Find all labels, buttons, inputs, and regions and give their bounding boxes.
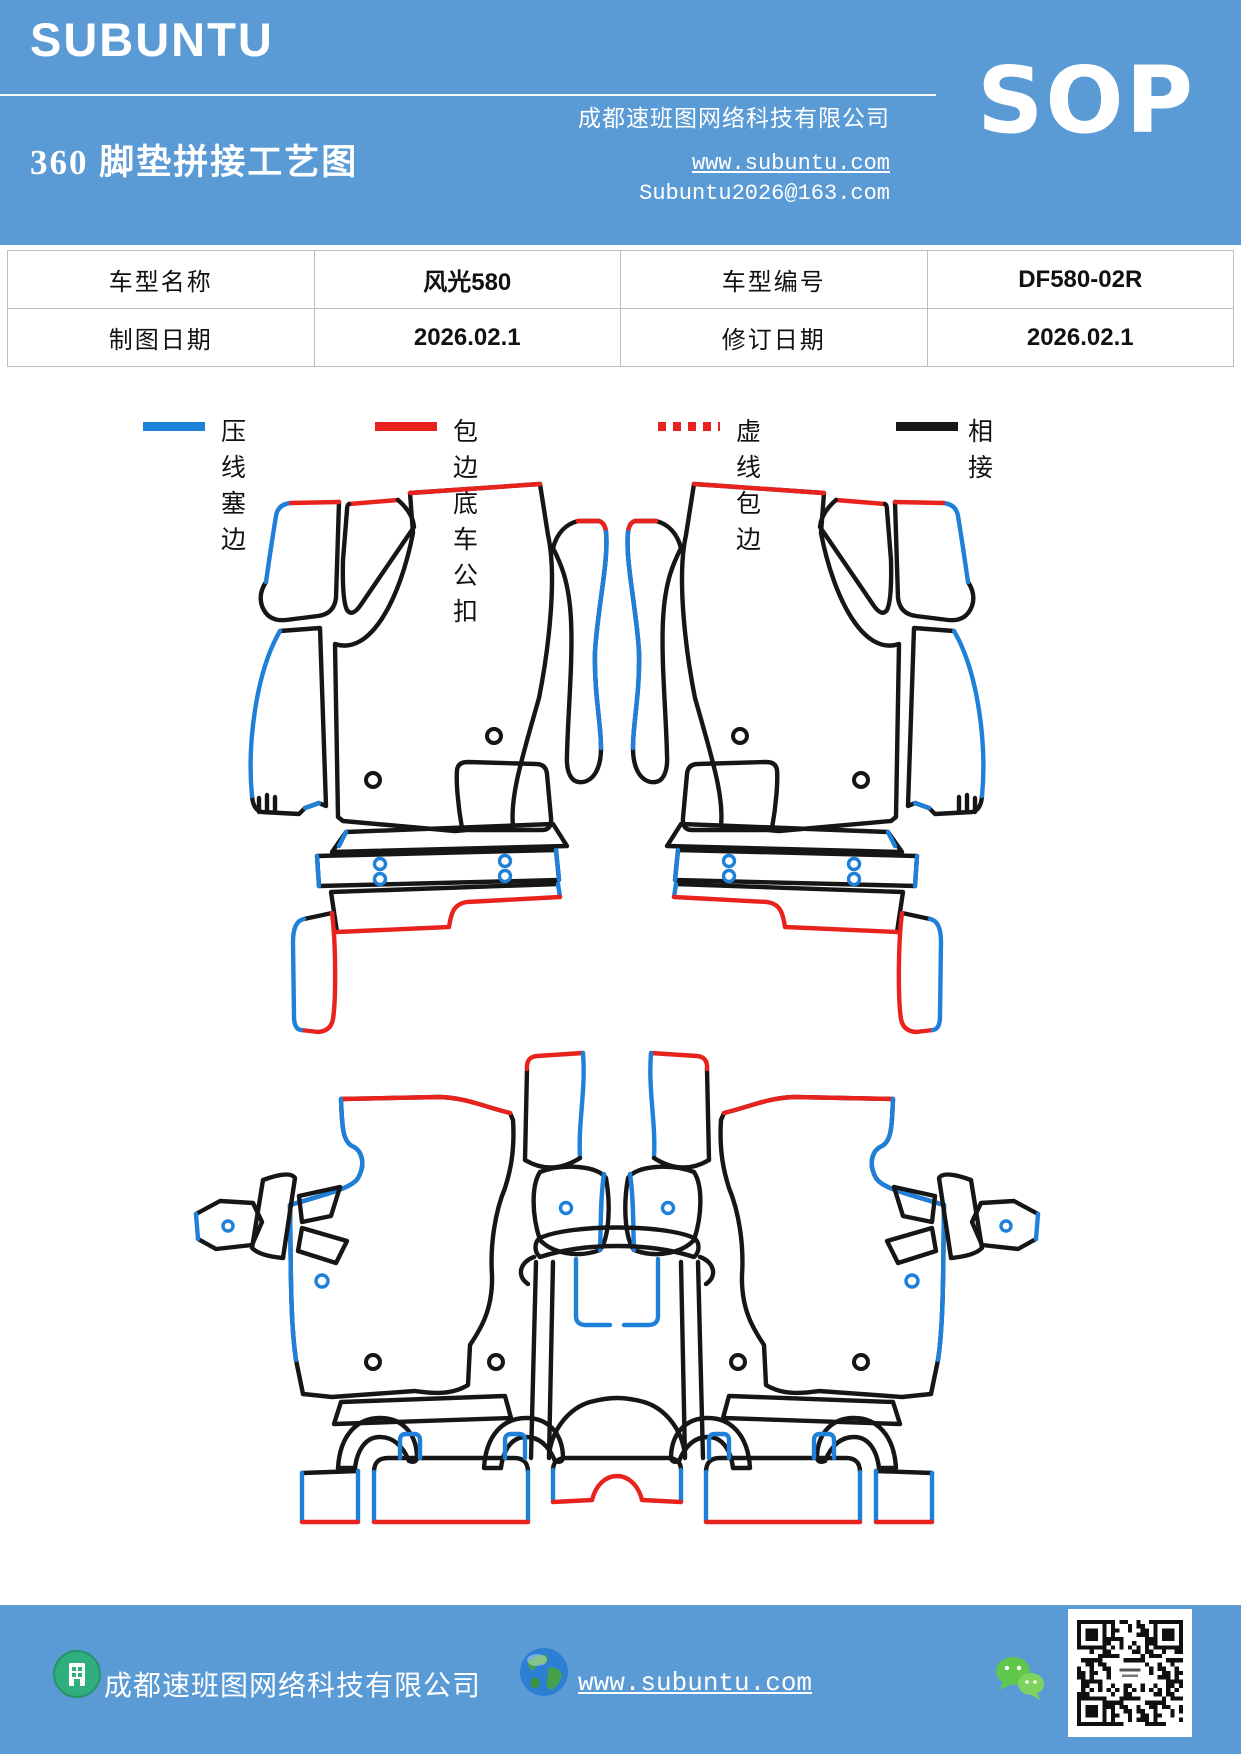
header-divider [0, 94, 936, 96]
black-line-swatch [896, 422, 958, 431]
model-code-value: DF580-02R [926, 250, 1234, 309]
rear-center-tunnel-group [518, 1225, 716, 1505]
page-title: 360 脚垫拼接工艺图 [30, 143, 359, 182]
legend-label: 虚线包边 [736, 419, 764, 554]
front-left-mat-group [248, 481, 609, 1035]
footer-website-link[interactable]: www.subuntu.com [578, 1668, 813, 1698]
sop-badge: SOP [977, 47, 1195, 154]
header-company-name: 成都速班图网络科技有限公司 [578, 106, 890, 131]
mat-pattern-drawing [193, 481, 1241, 1525]
wechat-icon [996, 1657, 1044, 1700]
draw-date-value: 2026.02.1 [313, 308, 621, 367]
header-website-link[interactable]: www.subuntu.com [691, 151, 890, 176]
blue-line-swatch [143, 422, 205, 431]
front-right-mat-group [628, 484, 984, 1032]
revise-date-value: 2026.02.1 [926, 308, 1234, 367]
qr-code [1068, 1609, 1192, 1737]
dotted-red-line-swatch [658, 422, 720, 431]
legend-label: 压线塞边 [221, 419, 249, 554]
legend-label: 相接 [968, 419, 996, 482]
model-code-label: 车型编号 [620, 250, 928, 309]
revise-date-label: 修订日期 [620, 308, 928, 367]
model-name-label: 车型名称 [7, 250, 315, 309]
header-band [0, 0, 1241, 245]
line-legend: 压线塞边 包边底车公扣 虚线包边 相接 [0, 408, 1241, 626]
footer-company-name: 成都速班图网络科技有限公司 [104, 1671, 482, 1702]
draw-date-label: 制图日期 [7, 308, 315, 367]
brand-logo: SUBUNTU [30, 13, 274, 66]
table-row: 制图日期 2026.02.1 修订日期 2026.02.1 [7, 308, 1234, 367]
vehicle-info-table: 车型名称 风光580 车型编号 DF580-02R 制图日期 2026.02.1… [7, 250, 1234, 367]
rear-right-mat-group [625, 1053, 1038, 1522]
legend-label: 包边底车公扣 [453, 419, 481, 626]
red-line-swatch [375, 422, 437, 431]
globe-icon [520, 1648, 568, 1696]
model-name-value: 风光580 [313, 250, 621, 309]
header-email-link[interactable]: Subuntu2026@163.com [639, 181, 890, 206]
company-building-icon [53, 1650, 101, 1698]
table-row: 车型名称 风光580 车型编号 DF580-02R [7, 250, 1234, 309]
rear-left-mat-group [193, 1050, 611, 1525]
